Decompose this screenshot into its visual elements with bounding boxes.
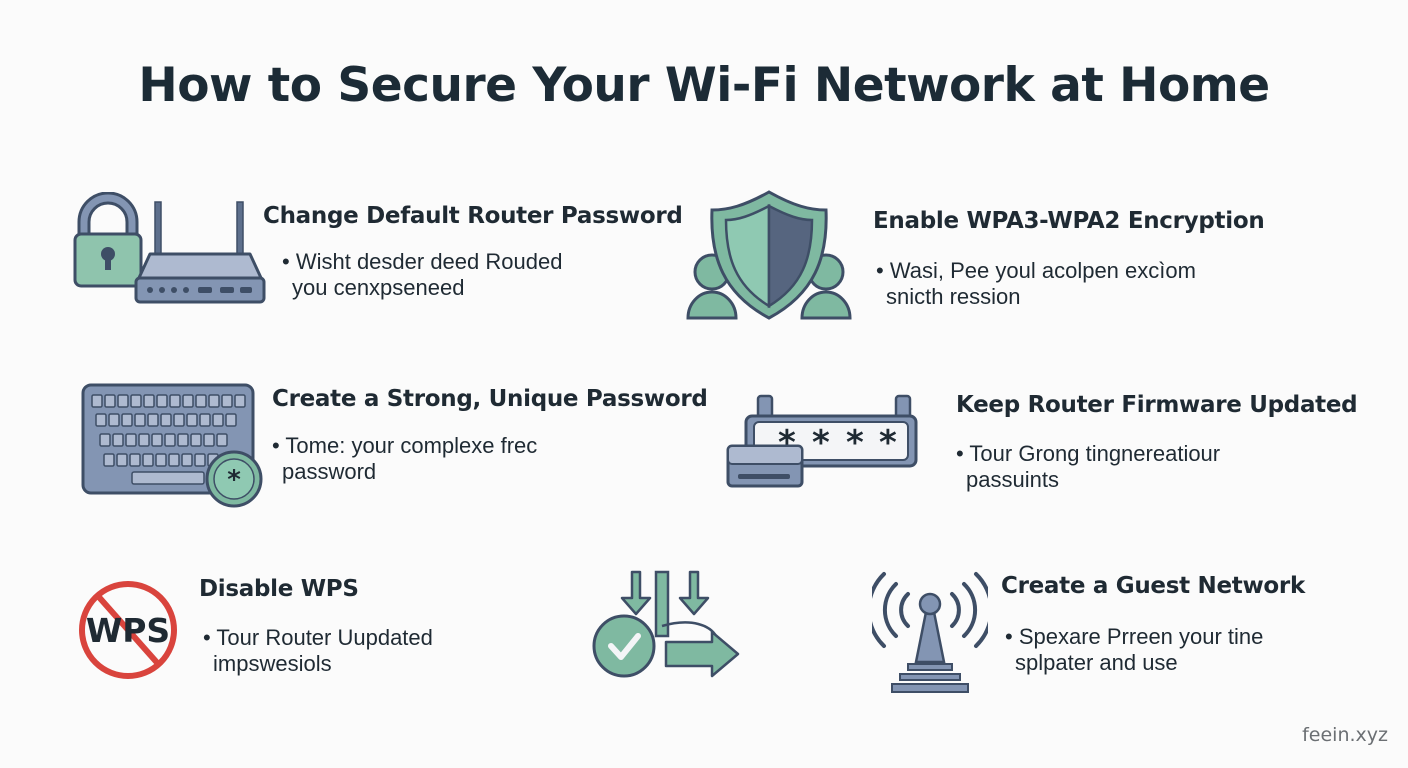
tip-line-1: Tour Grong tingnereatiour: [956, 441, 1220, 467]
shield-people-icon: [686, 190, 852, 320]
keyboard-key: [195, 394, 207, 408]
keyboard-key: [121, 413, 133, 427]
keyboard-key: [142, 453, 154, 467]
tip-text-change-password: Wisht desder deed Rouded you cenxpseneed: [282, 249, 562, 301]
wps-icon-label: WPS: [86, 611, 170, 650]
keyboard-key: [199, 413, 211, 427]
keyboard-icon: *: [81, 383, 263, 508]
keyboard-key: [203, 433, 215, 447]
keyboard-key: [99, 433, 111, 447]
keyboard-key: [151, 433, 163, 447]
tip-line-1: Wisht desder deed Rouded: [282, 249, 563, 275]
keyboard-key: [95, 413, 107, 427]
tip-text-firmware: Tour Grong tingnereatiour passuints: [956, 441, 1220, 493]
tip-heading-encryption: Enable WPA3-WPA2 Encryption: [873, 208, 1265, 234]
keyboard-key: [91, 394, 103, 408]
tip-line-2: splpater and use: [1015, 650, 1178, 675]
password-router-icon: * * * *: [726, 394, 918, 488]
tip-line-2: you cenxpseneed: [292, 275, 465, 300]
tip-line-2: impswesiols: [213, 651, 332, 676]
keyboard-key: [225, 413, 237, 427]
tip-line-1: Tome: your complexe frec: [272, 433, 537, 459]
keyboard-key: [112, 433, 124, 447]
keyboard-key: [186, 413, 198, 427]
keyboard-key: [117, 394, 129, 408]
watermark: feein.xyz: [1302, 724, 1388, 746]
keyboard-key: [160, 413, 172, 427]
tip-text-encryption: Wasi, Pee youl acolpen excìom snicth res…: [876, 258, 1196, 310]
keyboard-key: [169, 394, 181, 408]
antenna-icon: [872, 572, 988, 693]
svg-text:*: *: [812, 423, 830, 463]
keyboard-key: [221, 394, 233, 408]
tip-heading-disable-wps: Disable WPS: [199, 576, 359, 602]
keyboard-key: [173, 413, 185, 427]
keyboard-key: [138, 433, 150, 447]
update-arrows-icon: [592, 570, 740, 678]
keyboard-key: [234, 394, 246, 408]
lock-router-icon: [73, 192, 266, 304]
svg-text:*: *: [227, 465, 241, 495]
page-title: How to Secure Your Wi-Fi Network at Home: [138, 58, 1270, 113]
keyboard-key: [156, 394, 168, 408]
keyboard-key: [147, 413, 159, 427]
keyboard-key: [181, 453, 193, 467]
keyboard-key: [216, 433, 228, 447]
keyboard-key: [177, 433, 189, 447]
keyboard-key: [208, 394, 220, 408]
tip-line-1: Tour Router Uupdated: [203, 625, 432, 651]
tip-heading-firmware: Keep Router Firmware Updated: [956, 392, 1358, 418]
keyboard-key: [134, 413, 146, 427]
tip-text-disable-wps: Tour Router Uupdated impswesiols: [203, 625, 433, 677]
tip-line-2: passuints: [966, 467, 1059, 492]
keyboard-key: [168, 453, 180, 467]
keyboard-key: [116, 453, 128, 467]
svg-text:*: *: [879, 423, 897, 463]
tip-text-strong-password: Tome: your complexe frec password: [272, 433, 537, 485]
keyboard-key: [182, 394, 194, 408]
keyboard-key: [164, 433, 176, 447]
tip-line-2: snicth ression: [886, 284, 1021, 309]
keyboard-key: [194, 453, 206, 467]
keyboard-key: [212, 413, 224, 427]
keyboard-key: [104, 394, 116, 408]
tip-line-1: Spexare Prreen your tine: [1005, 624, 1264, 650]
no-wps-icon: WPS: [79, 581, 177, 679]
keyboard-key: [155, 453, 167, 467]
keyboard-key: [103, 453, 115, 467]
keyboard-key: [190, 433, 202, 447]
tip-line-1: Wasi, Pee youl acolpen excìom: [876, 258, 1196, 284]
tip-heading-strong-password: Create a Strong, Unique Password: [272, 386, 708, 412]
keyboard-key: [108, 413, 120, 427]
svg-text:*: *: [846, 423, 864, 463]
tip-line-2: password: [282, 459, 377, 484]
keyboard-key: [143, 394, 155, 408]
tip-heading-change-password: Change Default Router Password: [263, 203, 683, 229]
keyboard-key: [129, 453, 141, 467]
keyboard-key: [125, 433, 137, 447]
tip-heading-guest-network: Create a Guest Network: [1001, 573, 1305, 599]
tip-text-guest-network: Spexare Prreen your tine splpater and us…: [1005, 624, 1263, 676]
keyboard-key: [130, 394, 142, 408]
